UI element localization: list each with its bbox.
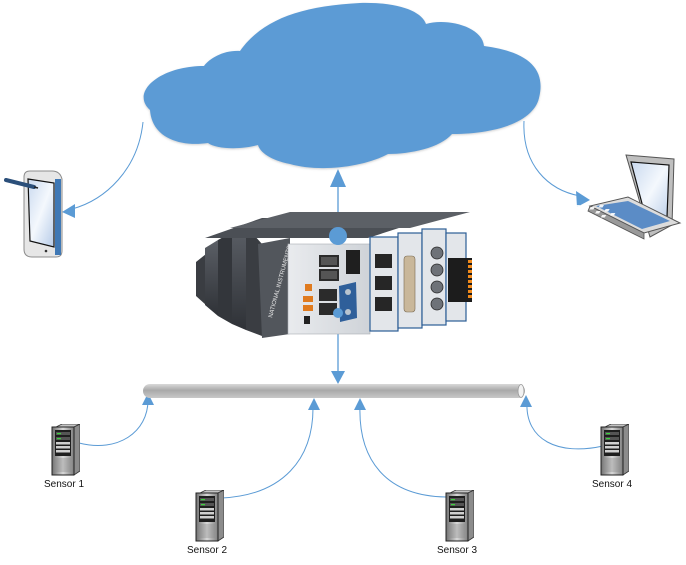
tablet-node [4, 170, 63, 258]
edge-sensor4-to-bus [526, 401, 604, 450]
sensor-4-label: Sensor 4 [591, 479, 633, 490]
arrowheads [62, 169, 590, 410]
cloud-node [143, 2, 541, 169]
controller-uplink-dot [329, 227, 347, 245]
arrowhead-sensor1 [142, 393, 154, 405]
sensor-2-label: Sensor 2 [186, 545, 228, 556]
edge-cloud-to-laptop [523, 120, 581, 197]
edge-sensor1-to-bus [78, 399, 149, 446]
controller-downlink-dot [333, 308, 343, 318]
arrowhead-sensor3 [354, 398, 366, 410]
edge-sensor2-to-bus [221, 404, 314, 499]
arrowhead-sensor2 [308, 398, 320, 410]
laptop-node [574, 154, 682, 240]
arrowhead-bus-down [331, 371, 345, 384]
arrowhead-sensor4 [520, 395, 532, 407]
heatsink [196, 212, 470, 336]
controller-node: NATIONAL INSTRUMENTS [196, 212, 472, 338]
sensor-1-icon [51, 424, 80, 476]
arrowhead-cloud [330, 169, 346, 187]
io-module-3 [421, 228, 447, 326]
sensor-1-label: Sensor 1 [43, 479, 85, 490]
sensor-3-icon [445, 490, 474, 542]
arrowhead-tablet [62, 204, 75, 218]
cloud-shape [143, 2, 541, 169]
edge-cloud-to-tablet [71, 121, 144, 210]
bus-pipe [143, 384, 525, 398]
arrowhead-laptop [576, 191, 590, 207]
edge-sensor3-to-bus [359, 404, 447, 498]
stylus-icon [4, 178, 39, 189]
sensor-2-icon [195, 490, 224, 542]
sensor-4-icon [600, 424, 629, 476]
sensor-3-label: Sensor 3 [436, 545, 478, 556]
connectors [71, 120, 604, 499]
